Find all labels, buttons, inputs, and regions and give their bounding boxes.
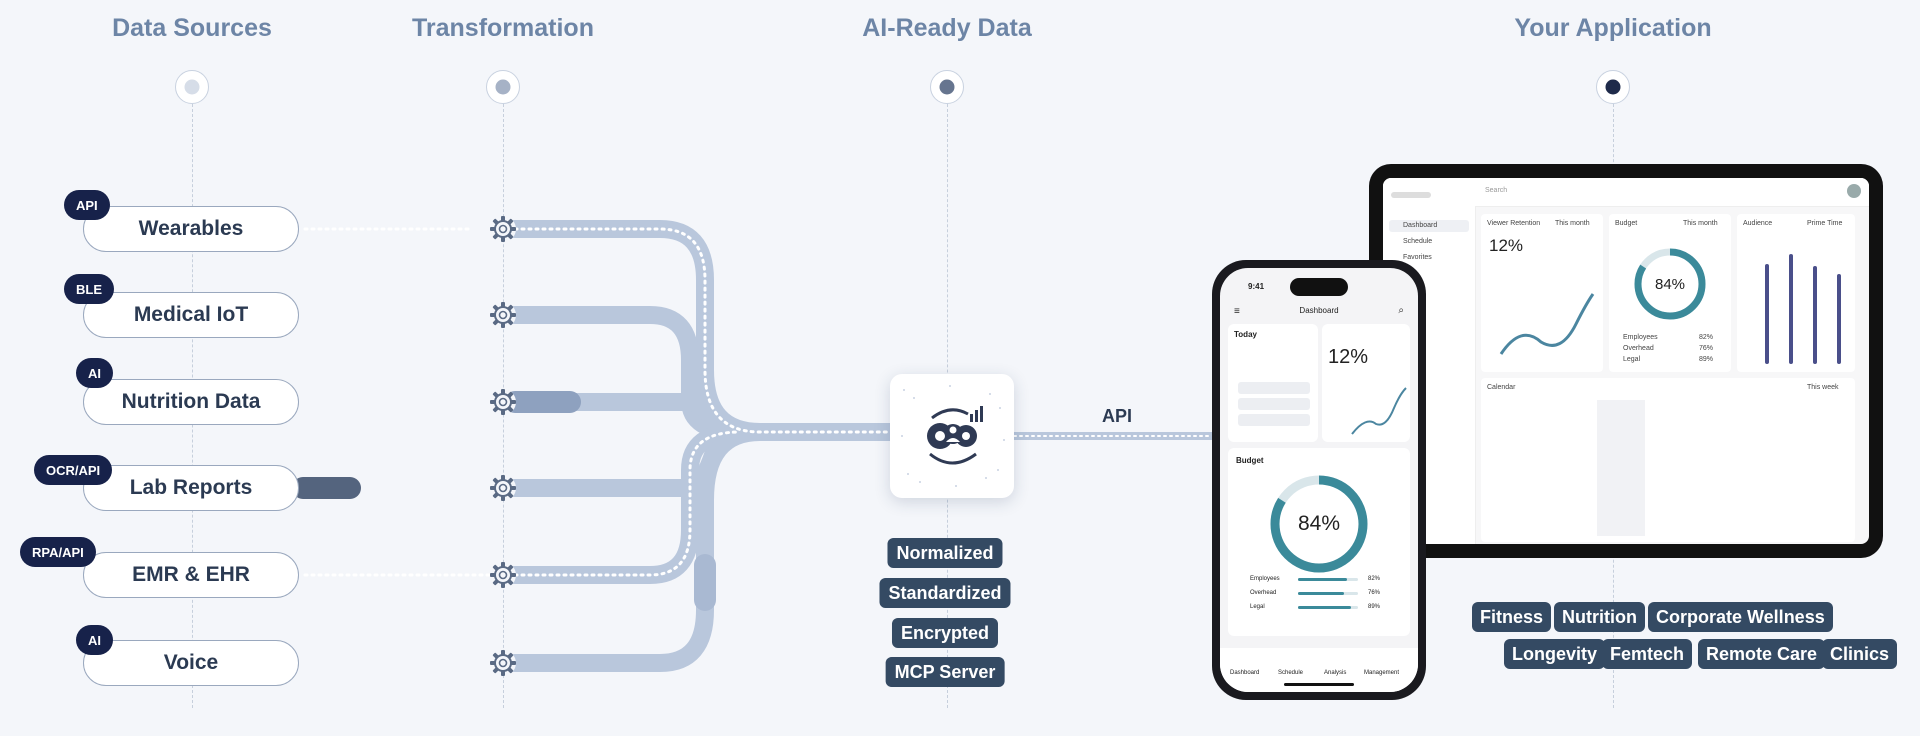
phone-tabbar: Dashboard Schedule Analysis Management — [1220, 648, 1418, 692]
tablet-search[interactable]: Search — [1485, 187, 1508, 194]
source-tag-ble: BLE — [64, 274, 114, 304]
use-case-fitness: Fitness — [1472, 602, 1552, 632]
retention-line-chart — [1499, 293, 1595, 355]
phone-legend-value: 82% — [1368, 576, 1381, 582]
use-case-clinics: Clinics — [1822, 639, 1898, 669]
phone-title: Dashboard — [1299, 306, 1339, 315]
property-normalized: Normalized — [887, 538, 1003, 568]
column-title-data-sources: Data Sources — [112, 14, 272, 42]
tablet-audience-card: Audience Prime Time — [1737, 214, 1855, 372]
ai-ready-data-hub — [890, 374, 1014, 498]
phone-legend-bar — [1298, 606, 1352, 609]
phone-legend-label: Legal — [1250, 604, 1265, 610]
source-voice: Voice — [83, 640, 299, 686]
tab-schedule[interactable]: Schedule — [1278, 670, 1304, 676]
phone-retention-card: 12% — [1322, 324, 1410, 442]
use-case-longevity: Longevity — [1504, 639, 1606, 669]
use-case-corporate-wellness: Corporate Wellness — [1648, 602, 1833, 632]
tablet-calendar-card: Calendar This week — [1481, 378, 1855, 542]
property-mcp-server: MCP Server — [885, 657, 1005, 687]
phone-device: 9:41 ≡ Dashboard ⌕ Today 12% Budget 84% … — [1212, 260, 1426, 700]
source-wearables: Wearables — [83, 206, 299, 252]
gear-icon — [489, 561, 517, 589]
source-emr-ehr: EMR & EHR — [83, 552, 299, 598]
phone-retention-chart — [1351, 387, 1407, 435]
timeline-dot — [486, 70, 520, 104]
tablet-budget-value: 84% — [1654, 276, 1686, 293]
phone-time: 9:41 — [1248, 282, 1265, 291]
gear-icon — [489, 388, 517, 416]
tablet-nav-favorites[interactable]: Favorites — [1403, 254, 1432, 261]
source-tag-rpa-api: RPA/API — [20, 537, 96, 567]
phone-legend-value: 76% — [1368, 590, 1381, 596]
gear-icon — [489, 301, 517, 329]
avatar[interactable] — [1847, 184, 1861, 198]
tablet-retention-value: 12% — [1489, 236, 1524, 255]
home-indicator — [1284, 683, 1354, 686]
tab-dashboard[interactable]: Dashboard — [1230, 670, 1260, 676]
phone-screen: 9:41 ≡ Dashboard ⌕ Today 12% Budget 84% … — [1220, 268, 1418, 692]
phone-retention-value: 12% — [1328, 346, 1369, 368]
timeline-dot — [930, 70, 964, 104]
gear-icon — [489, 474, 517, 502]
column-title-your-application: Your Application — [1514, 14, 1712, 42]
timeline-dot — [175, 70, 209, 104]
phone-legend-bar — [1298, 578, 1348, 581]
tab-analysis[interactable]: Analysis — [1324, 670, 1347, 676]
calendar-today-column — [1597, 400, 1645, 536]
column-title-ai-ready-data: AI-Ready Data — [862, 14, 1032, 42]
budget-donut-chart — [1634, 248, 1706, 320]
tablet-retention-card: Viewer Retention This month 12% — [1481, 214, 1603, 372]
property-encrypted: Encrypted — [891, 618, 999, 648]
gear-icon — [489, 215, 517, 243]
timeline-dot — [1596, 70, 1630, 104]
column-title-transformation: Transformation — [412, 14, 594, 42]
source-lab-reports: Lab Reports — [83, 465, 299, 511]
use-case-remote-care: Remote Care — [1698, 639, 1826, 669]
tablet-screen: Dashboard Schedule Favorites Search View… — [1383, 178, 1869, 544]
source-tag-ai: AI — [76, 358, 113, 388]
phone-legend-label: Employees — [1250, 576, 1280, 582]
use-case-femtech: Femtech — [1602, 639, 1693, 669]
search-icon[interactable]: ⌕ — [1398, 305, 1404, 316]
phone-budget-value: 84% — [1297, 512, 1341, 535]
source-tag-ai: AI — [76, 625, 113, 655]
use-case-nutrition: Nutrition — [1554, 602, 1645, 632]
source-medical-iot: Medical IoT — [83, 292, 299, 338]
tablet-nav-schedule[interactable]: Schedule — [1403, 238, 1433, 245]
source-nutrition-data: Nutrition Data — [83, 379, 299, 425]
source-tag-ocr-api: OCR/API — [34, 455, 113, 485]
phone-notch — [1290, 278, 1348, 296]
phone-legend-value: 89% — [1368, 604, 1381, 610]
audience-bar-chart — [1765, 254, 1841, 364]
property-standardized: Standardized — [879, 578, 1011, 608]
phone-legend-bar — [1298, 592, 1344, 595]
gears-person-chart-icon — [901, 385, 1005, 487]
phone-today-card: Today — [1228, 324, 1318, 442]
menu-icon[interactable]: ≡ — [1234, 306, 1240, 317]
phone-legend-label: Overhead — [1250, 590, 1277, 596]
source-tag-api: API — [64, 190, 110, 220]
gear-icon — [489, 649, 517, 677]
tab-management[interactable]: Management — [1364, 670, 1400, 676]
tablet-nav-dashboard[interactable]: Dashboard — [1403, 222, 1438, 229]
tablet-device: Dashboard Schedule Favorites Search View… — [1369, 164, 1883, 558]
tablet-topbar: Search — [1475, 178, 1869, 207]
api-label: API — [1102, 406, 1133, 426]
tablet-budget-card: Budget This month 84% Employees 82% Over… — [1609, 214, 1731, 372]
phone-budget-donut — [1270, 475, 1368, 573]
